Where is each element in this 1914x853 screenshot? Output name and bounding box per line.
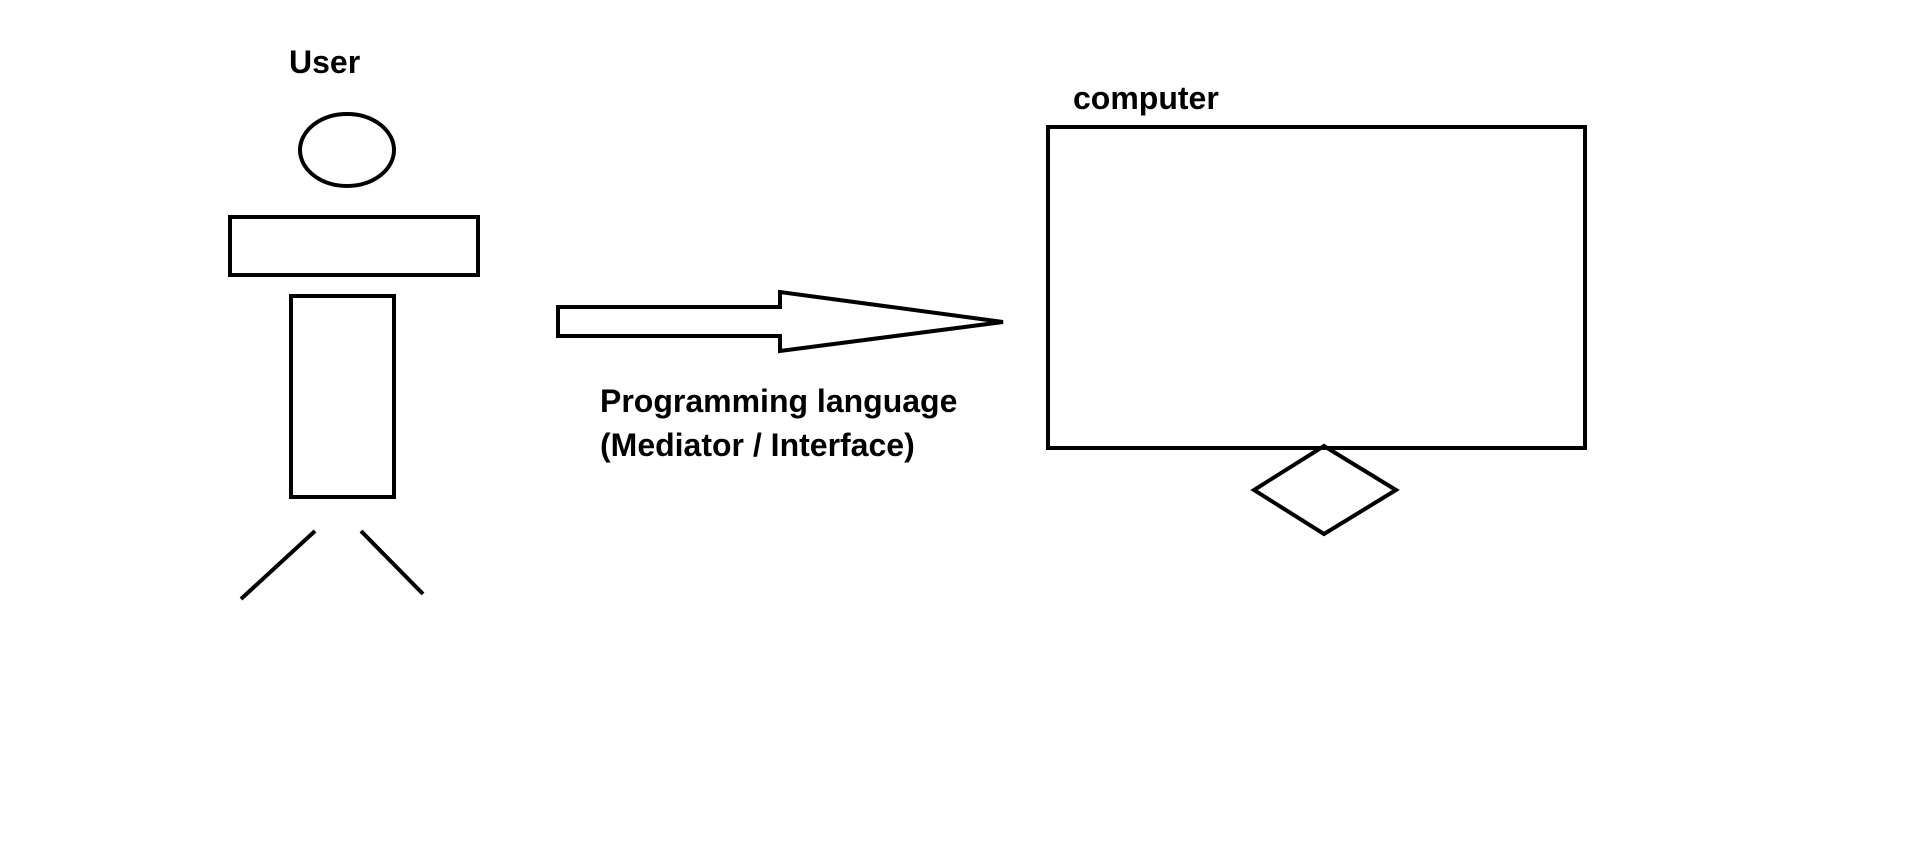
user-head xyxy=(298,112,396,188)
user-left-leg xyxy=(239,529,317,601)
interface-caption-line-2: (Mediator / Interface) xyxy=(600,427,915,463)
diamond-stand-icon xyxy=(1250,443,1400,537)
computer-label: computer xyxy=(1073,80,1219,116)
user-right-leg xyxy=(359,529,425,596)
user-label: User xyxy=(289,44,361,80)
user-arms xyxy=(228,215,480,277)
interface-caption-line-1: Programming language xyxy=(600,383,958,419)
stick-figure-icon xyxy=(228,112,480,601)
right-arrow-icon xyxy=(556,289,1004,354)
interface-caption: Programming language (Mediator / Interfa… xyxy=(600,379,957,467)
computer-screen xyxy=(1046,125,1587,450)
user-body xyxy=(289,294,396,499)
monitor-icon xyxy=(1046,125,1587,450)
